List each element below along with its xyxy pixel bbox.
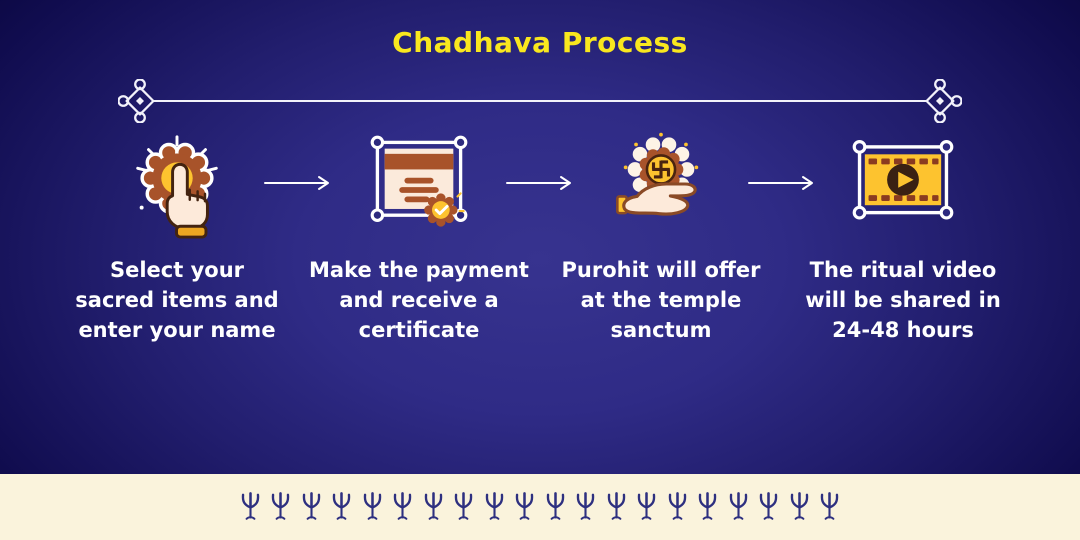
arrow-icon xyxy=(506,176,571,190)
trident-icon xyxy=(302,492,320,520)
certificate-icon xyxy=(370,135,468,227)
trident-icon xyxy=(333,492,351,520)
footer-strip xyxy=(0,474,1080,540)
trident-icon xyxy=(241,492,259,520)
step-label: Select your sacred items and enter your … xyxy=(75,258,279,342)
trident-icon xyxy=(699,492,717,520)
offering-hand-icon xyxy=(616,132,699,216)
divider xyxy=(118,79,962,123)
step-label: Make the payment and receive a certifica… xyxy=(309,258,529,342)
select-hand-icon xyxy=(136,135,218,239)
divider-ornament-left-icon xyxy=(118,79,155,123)
trident-icon xyxy=(760,492,778,520)
divider-ornament-right-icon xyxy=(925,79,962,123)
trident-icon xyxy=(485,492,503,520)
trident-icon xyxy=(790,492,808,520)
trident-icon xyxy=(272,492,290,520)
step-select-items: Select your sacred items and enter your … xyxy=(75,129,279,345)
page-title: Chadhava Process xyxy=(392,26,688,59)
trident-icon xyxy=(638,492,656,520)
trident-icon xyxy=(424,492,442,520)
trident-row xyxy=(240,490,841,524)
arrow-icon xyxy=(264,176,329,190)
step-label: The ritual video will be shared in 24-48… xyxy=(805,258,1001,342)
trident-icon xyxy=(607,492,625,520)
arrow-icon xyxy=(748,176,813,190)
trident-icon xyxy=(577,492,595,520)
step-label: Purohit will offer at the temple sanctum xyxy=(561,258,761,342)
step-ritual-video: The ritual video will be shared in 24-48… xyxy=(805,129,1001,345)
divider-line xyxy=(154,100,926,102)
step-payment-certificate: Make the payment and receive a certifica… xyxy=(309,129,529,345)
step-purohit-offering: Purohit will offer at the temple sanctum xyxy=(562,129,760,345)
trident-icon xyxy=(546,492,564,520)
trident-icon xyxy=(394,492,412,520)
trident-icon xyxy=(516,492,534,520)
trident-icon xyxy=(363,492,381,520)
process-steps: Select your sacred items and enter your … xyxy=(0,129,1080,345)
trident-icon xyxy=(821,492,839,520)
ritual-video-icon xyxy=(852,140,954,220)
trident-icon xyxy=(455,492,473,520)
trident-icon xyxy=(668,492,686,520)
trident-icon xyxy=(729,492,747,520)
